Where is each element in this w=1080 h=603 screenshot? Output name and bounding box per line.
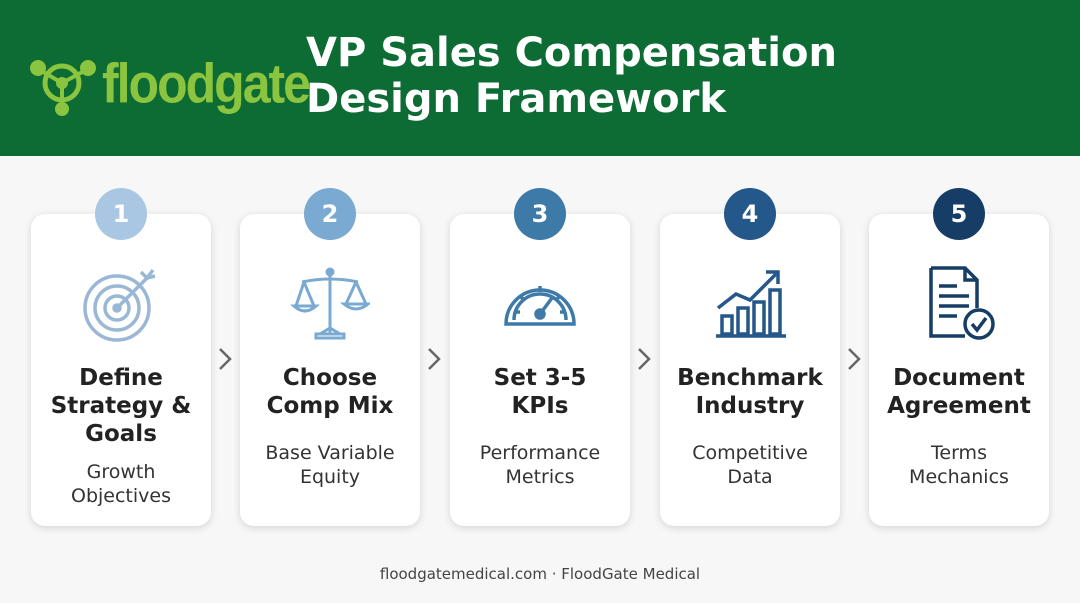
step-card-1: Define Strategy & Goals Growth Objective…: [31, 214, 211, 526]
balance-scale-icon: [290, 267, 370, 340]
step-subtitle: Growth Objectives: [71, 461, 171, 507]
step-title: Choose Comp Mix: [266, 365, 394, 419]
step-card-5: Document Agreement Terms Mechanics: [869, 214, 1049, 526]
speedometer-icon: [504, 286, 576, 326]
step-title: Document Agreement: [887, 365, 1031, 419]
step-subtitle: Base Variable Equity: [265, 442, 395, 488]
chevron-right-icon: [848, 348, 861, 370]
step-badge-5: 5: [933, 188, 985, 240]
logo-wordmark: floodgate: [102, 52, 311, 115]
title-line-1: VP Sales Compensation: [306, 30, 837, 76]
step-badge-3: 3: [514, 188, 566, 240]
step-title: Set 3-5 KPIs: [493, 365, 587, 419]
growth-chart-icon: [716, 270, 786, 338]
target-arrow-icon: [83, 268, 156, 342]
step-card-2: Choose Comp Mix Base Variable Equity: [240, 214, 420, 526]
step-badge-2: 2: [304, 188, 356, 240]
chevron-right-icon: [638, 348, 651, 370]
document-check-icon: [929, 266, 995, 340]
footer-text: floodgatemedical.com · FloodGate Medical: [379, 565, 701, 583]
molecule-logo-icon: [30, 60, 96, 116]
floodgate-logo: floodgate: [28, 46, 311, 118]
step-title: Benchmark Industry: [677, 365, 823, 419]
chevron-right-icon: [428, 348, 441, 370]
step-badge-4: 4: [724, 188, 776, 240]
step-subtitle: Performance Metrics: [479, 442, 601, 488]
page-title: VP Sales Compensation Design Framework: [306, 30, 906, 122]
step-subtitle: Terms Mechanics: [909, 442, 1009, 488]
step-title: Define Strategy & Goals: [50, 365, 192, 447]
step-card-4: Benchmark Industry Competitive Data: [660, 214, 840, 526]
step-subtitle: Competitive Data: [692, 442, 808, 488]
title-line-2: Design Framework: [306, 76, 726, 122]
header-banner: floodgate VP Sales Compensation Design F…: [0, 0, 1080, 156]
chevron-right-icon: [219, 348, 232, 370]
step-badge-1: 1: [95, 188, 147, 240]
step-card-3: Set 3-5 KPIs Performance Metrics: [450, 214, 630, 526]
